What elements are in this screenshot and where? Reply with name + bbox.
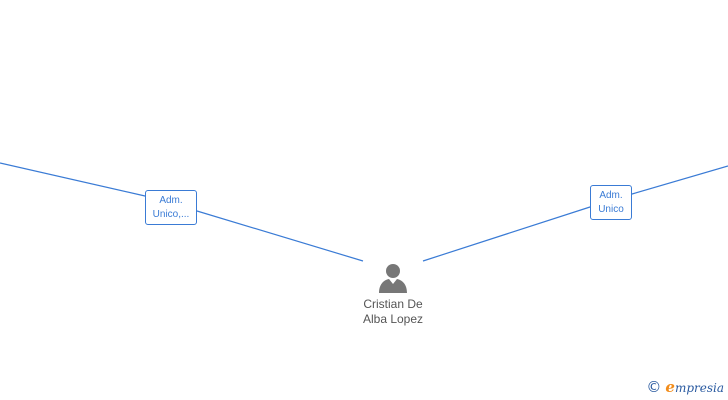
brand-logo-rest: mpresia xyxy=(674,380,724,395)
edge-right xyxy=(422,165,728,262)
edge-label-left-line1: Adm. xyxy=(159,195,183,206)
edge-label-right-line1: Adm. xyxy=(599,190,623,201)
brand-watermark[interactable]: © empresia xyxy=(646,377,724,397)
brand-logo: empresia xyxy=(665,377,724,398)
brand-logo-initial: e xyxy=(665,377,675,396)
edge-label-left-line2: Unico,... xyxy=(152,209,190,220)
edge-label-left[interactable]: Adm. Unico,... xyxy=(145,190,197,225)
person-node[interactable]: Cristian De Alba Lopez xyxy=(343,262,443,327)
edge-label-right[interactable]: Adm. Unico xyxy=(590,185,632,220)
person-icon xyxy=(379,264,407,293)
edge-label-right-line2: Unico xyxy=(598,204,624,215)
person-name-line2: Alba Lopez xyxy=(362,312,424,326)
copyright-icon: © xyxy=(646,378,662,396)
person-name-line1: Cristian De xyxy=(363,297,423,311)
person-name: Cristian De Alba Lopez xyxy=(343,297,443,327)
